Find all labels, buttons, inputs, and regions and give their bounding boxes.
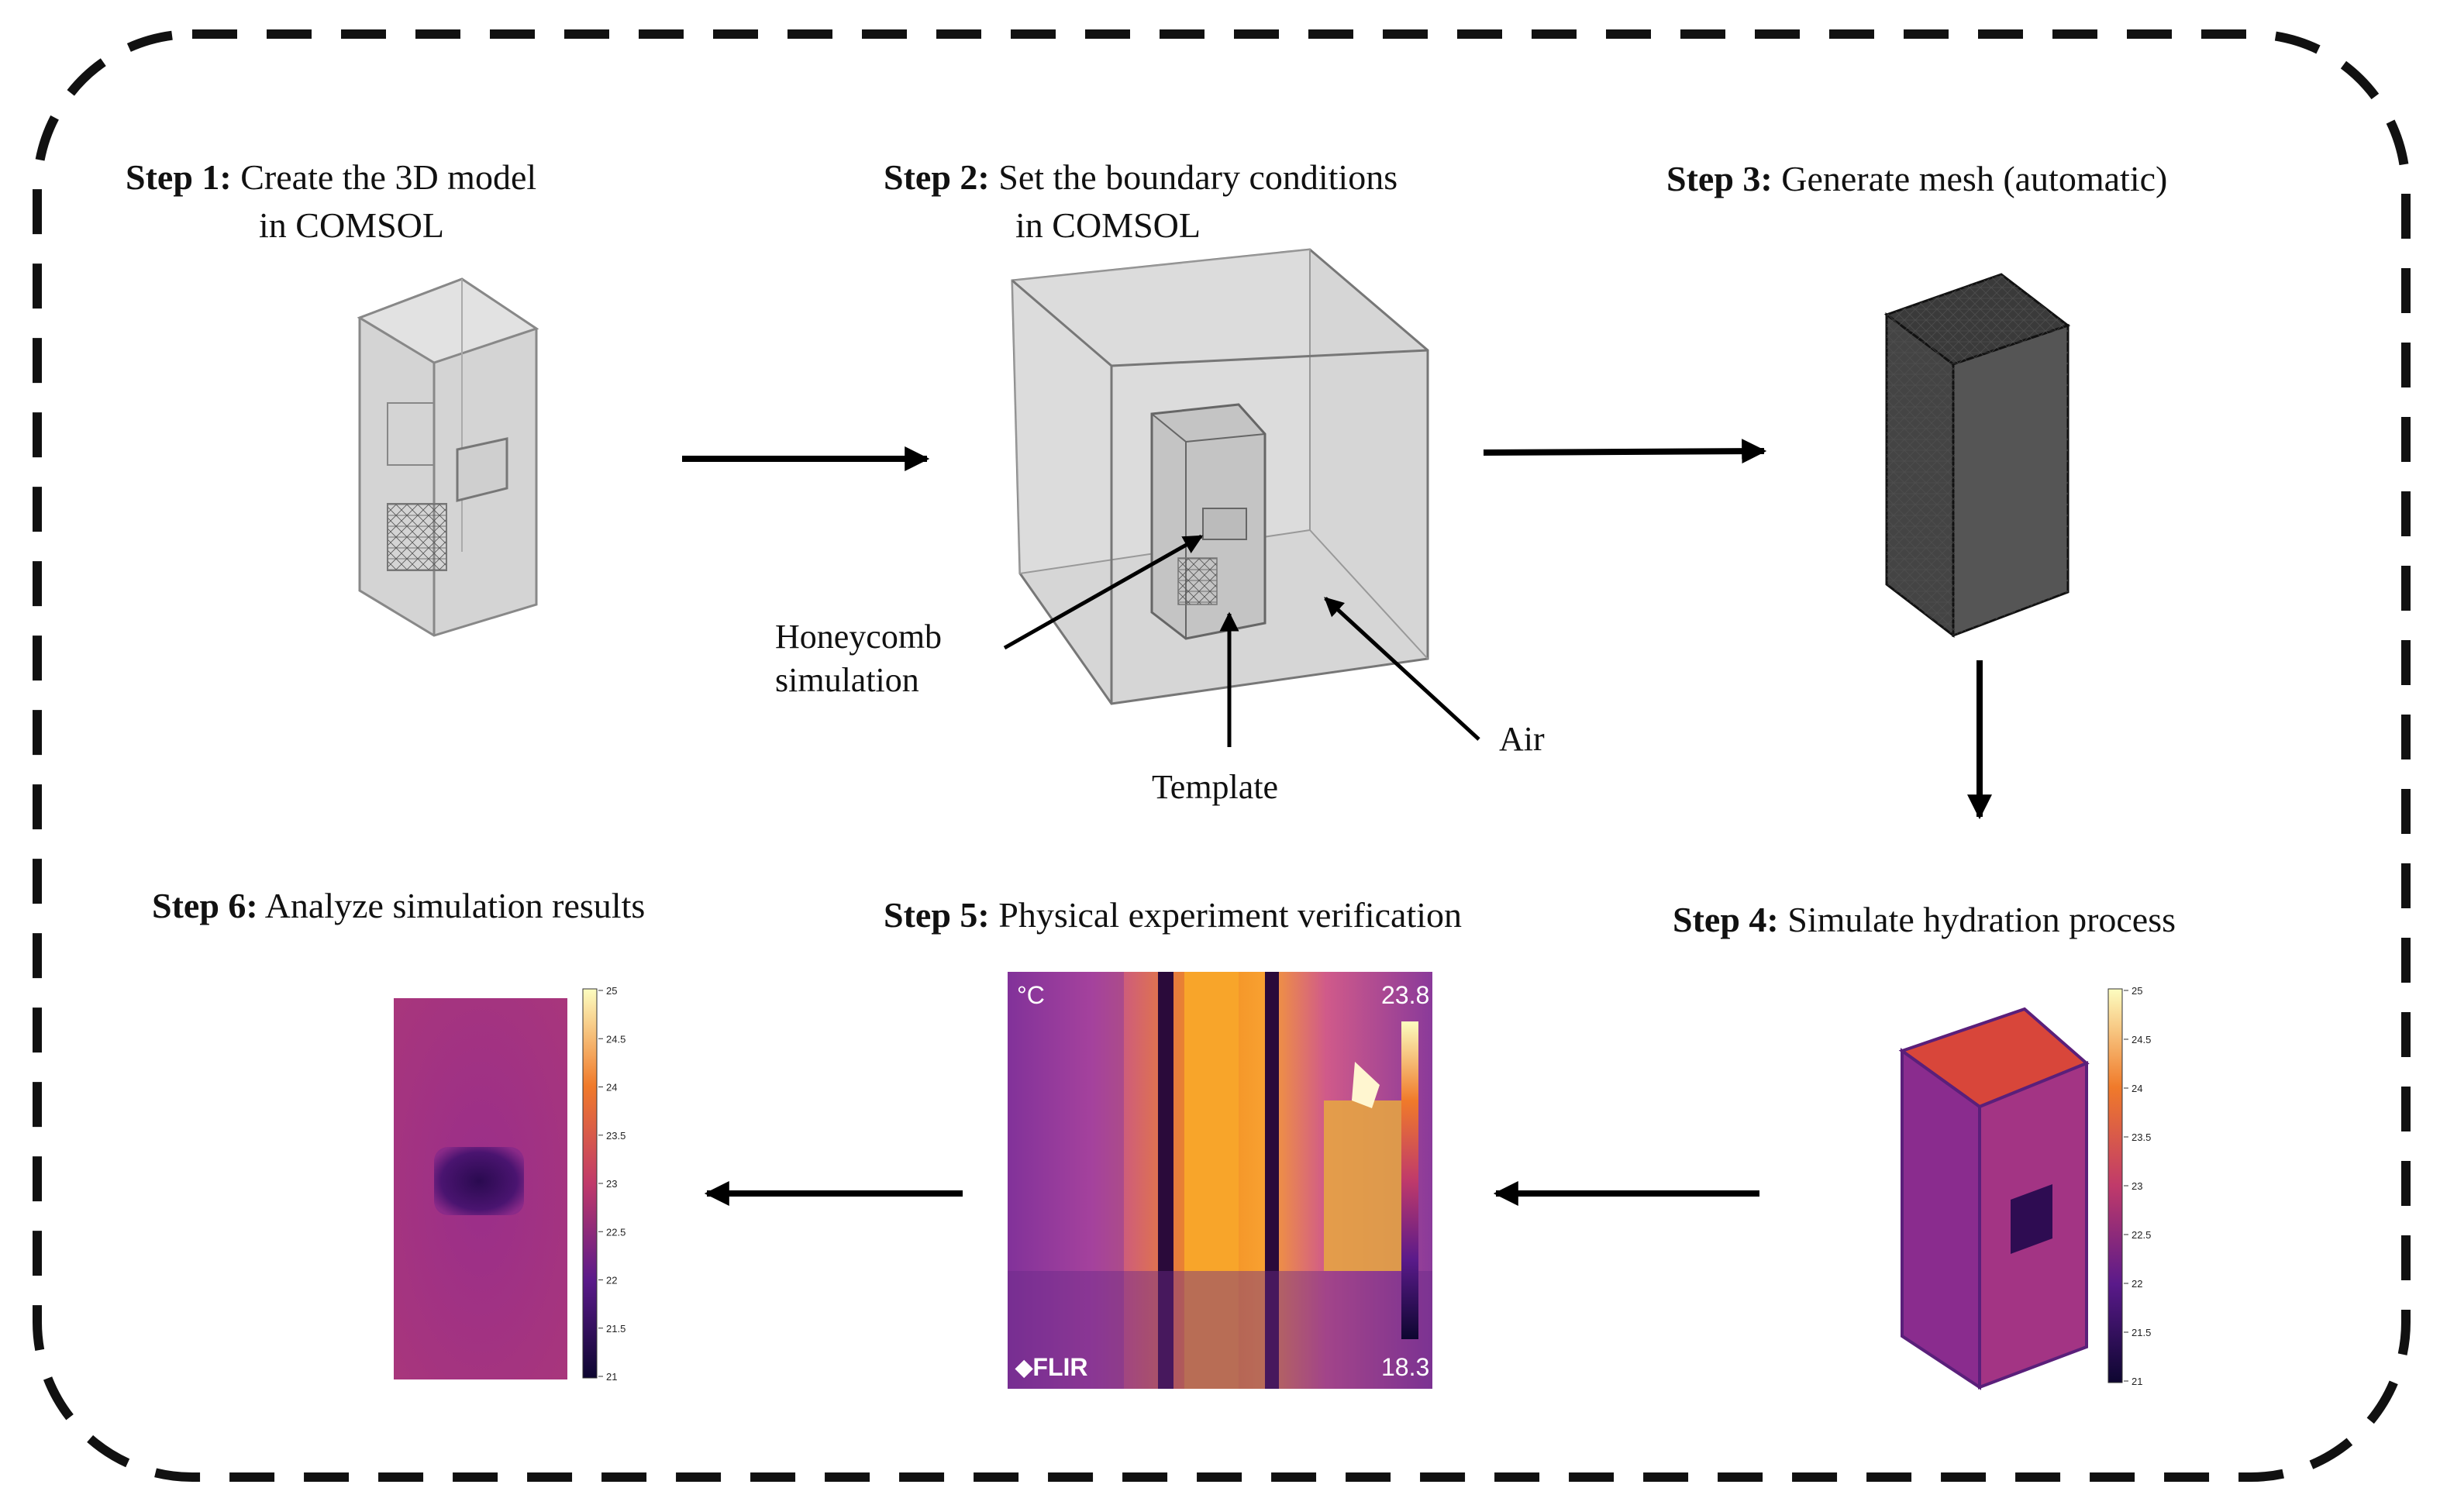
dashed-frame bbox=[33, 29, 2411, 1482]
step5-text: Physical experiment verification bbox=[998, 895, 1463, 935]
step3-label: Step 3: Generate mesh (automatic) bbox=[1666, 155, 2167, 203]
step6-colorbar-tick-label: 24 bbox=[606, 1082, 617, 1094]
thermal-brand: ⬥FLIR bbox=[1015, 1353, 1088, 1383]
step6-colorbar-tick-label: 22 bbox=[606, 1275, 617, 1286]
step4-prefix: Step 4: bbox=[1673, 900, 1779, 939]
step3-text: Generate mesh (automatic) bbox=[1781, 159, 2168, 198]
step6-colorbar-tick-label: 25 bbox=[606, 985, 617, 997]
step4-simulation-model bbox=[1898, 1007, 2090, 1390]
arrow-honeycomb bbox=[1003, 534, 1204, 650]
step4-colorbar-tick-label: 21 bbox=[2132, 1376, 2142, 1387]
step6-colorbar-tick-label: 21.5 bbox=[606, 1323, 626, 1335]
flir-logo-icon: ⬥ bbox=[1015, 1353, 1033, 1381]
step4-colorbar-tick-label: 24 bbox=[2132, 1083, 2142, 1094]
step1-line2: in COMSOL bbox=[259, 205, 444, 245]
step2-text: Set the boundary conditions bbox=[998, 157, 1398, 197]
step6-text: Analyze simulation results bbox=[264, 886, 646, 925]
template-callout: Template bbox=[1152, 768, 1279, 806]
step6-colorbar-tick-label: 23 bbox=[606, 1178, 617, 1190]
step6-colorbar-tick-label: 24.5 bbox=[606, 1033, 626, 1045]
honeycomb-callout: Honeycomb simulation bbox=[775, 615, 942, 702]
step6-colorbar: 25 24.5 24 23.5 23 22.5 22 21.5 21 bbox=[582, 985, 626, 1383]
arrow-air bbox=[1324, 597, 1480, 741]
step6-colorbar-tick-label: 23.5 bbox=[606, 1130, 626, 1142]
step4-label: Step 4: Simulate hydration process bbox=[1673, 896, 2176, 944]
thermal-max: 23.8 bbox=[1381, 981, 1430, 1009]
honeycomb-line2: simulation bbox=[775, 661, 919, 699]
step1-3d-model bbox=[357, 277, 539, 637]
honeycomb-line1: Honeycomb bbox=[775, 618, 943, 656]
step2-line2: in COMSOL bbox=[1015, 205, 1201, 245]
step3-prefix: Step 3: bbox=[1666, 159, 1773, 198]
step4-colorbar-tick-label: 24.5 bbox=[2132, 1034, 2151, 1045]
step2-boundary-model bbox=[1003, 248, 1480, 747]
step3-mesh-model bbox=[1883, 273, 2071, 639]
step4-colorbar: 25 24.5 24 23.5 23 22.5 22 21.5 21 bbox=[2107, 985, 2151, 1387]
step4-colorbar-tick-label: 23 bbox=[2132, 1180, 2142, 1192]
step6-prefix: Step 6: bbox=[152, 886, 258, 925]
step1-label: Step 1: Create the 3D model in COMSOL bbox=[126, 153, 536, 250]
step1-prefix: Step 1: bbox=[126, 157, 232, 197]
step5-label: Step 5: Physical experiment verification bbox=[884, 891, 1462, 939]
step1-text: Create the 3D model bbox=[240, 157, 537, 197]
air-callout: Air bbox=[1499, 720, 1545, 758]
step4-colorbar-tick-label: 22 bbox=[2132, 1278, 2142, 1290]
thermal-unit: °C bbox=[1017, 981, 1045, 1009]
step2-label: Step 2: Set the boundary conditions in C… bbox=[884, 153, 1397, 250]
step4-text: Simulate hydration process bbox=[1787, 900, 2176, 939]
step4-colorbar-tick-label: 21.5 bbox=[2132, 1327, 2151, 1338]
step6-colorbar-tick-label: 21 bbox=[606, 1371, 617, 1383]
step6-label: Step 6: Analyze simulation results bbox=[152, 882, 645, 930]
thermal-brand-text: FLIR bbox=[1032, 1353, 1088, 1381]
step4-colorbar-tick-label: 25 bbox=[2132, 985, 2142, 997]
step6-result-plot bbox=[394, 998, 567, 1379]
step6-colorbar-tick-label: 22.5 bbox=[606, 1226, 626, 1238]
thermal-min: 18.3 bbox=[1381, 1353, 1430, 1381]
step5-thermal-image bbox=[1008, 972, 1432, 1389]
step4-colorbar-tick-label: 23.5 bbox=[2132, 1131, 2151, 1143]
arrow-step2-to-step3 bbox=[1483, 439, 1767, 464]
step2-prefix: Step 2: bbox=[884, 157, 990, 197]
step4-colorbar-tick-label: 22.5 bbox=[2132, 1229, 2151, 1241]
step5-prefix: Step 5: bbox=[884, 895, 990, 935]
